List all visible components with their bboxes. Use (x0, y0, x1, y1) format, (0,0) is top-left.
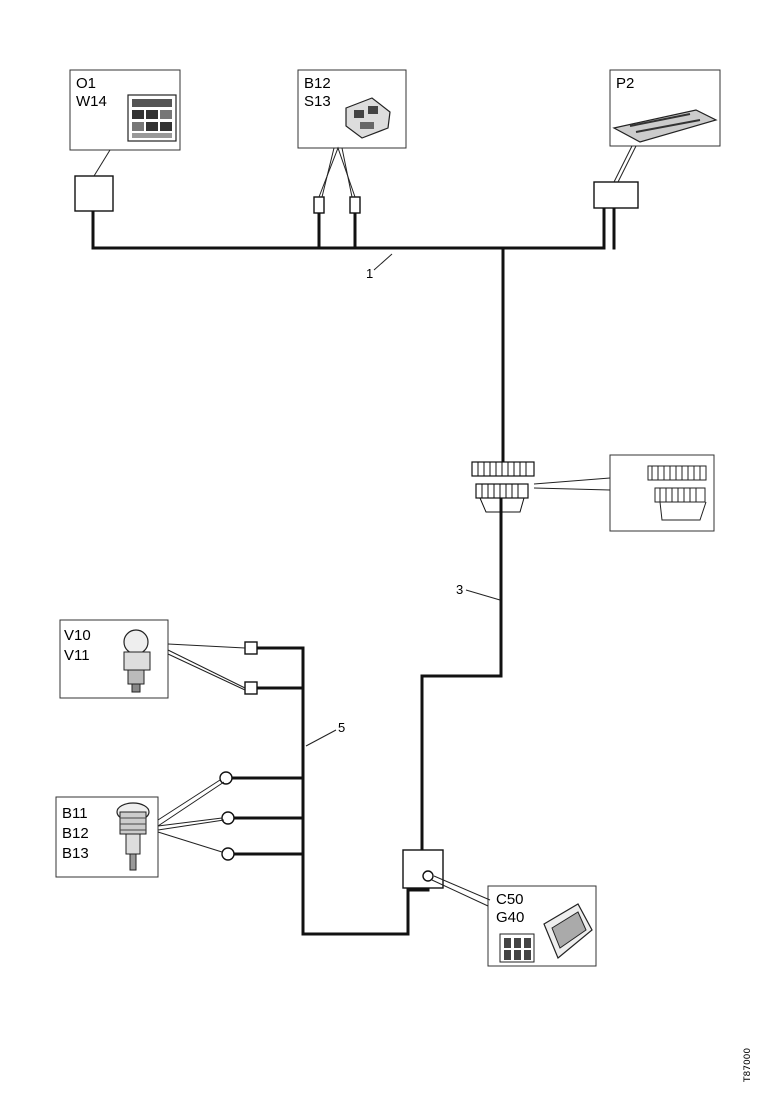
component-box-connector-block (609, 454, 715, 532)
drawing-reference: T87000 (743, 1048, 753, 1083)
component-box-c50-g40: C50 G40 (487, 885, 597, 967)
sensor-icon (116, 802, 150, 871)
harness-1 (91, 204, 616, 250)
label-b11: B11 (62, 805, 88, 822)
connector-b11 (219, 771, 233, 785)
label-w14: W14 (76, 93, 107, 110)
valve-icon (123, 629, 151, 693)
harness-number-5: 5 (338, 720, 345, 735)
relay-icon (499, 933, 535, 963)
label-p2: P2 (616, 75, 634, 92)
label-b13: B13 (62, 845, 89, 862)
label-g40: G40 (496, 909, 524, 926)
component-box-b11-b12-b13: B11 B12 B13 (55, 796, 159, 878)
connector-p2 (593, 181, 639, 209)
connector-b12-top (313, 196, 325, 214)
instrument-cluster-icon (612, 109, 718, 143)
connector-block-icon (647, 465, 707, 521)
connector-b12-low (221, 811, 235, 825)
switch-icon (345, 97, 391, 139)
connector-s13 (349, 196, 361, 214)
harness-3 (420, 246, 505, 852)
connector-g40-pin (422, 870, 434, 882)
inline-connector (471, 461, 535, 513)
label-b12-low: B12 (62, 825, 89, 842)
component-box-p2: P2 (609, 69, 721, 147)
label-v10: V10 (64, 627, 91, 644)
component-box-o1-w14: O1 W14 (69, 69, 181, 151)
harness-5 (228, 646, 430, 936)
label-v11: V11 (64, 647, 90, 664)
component-box-b12-s13: B12 S13 (297, 69, 407, 149)
connector-o1-w14 (74, 175, 114, 212)
connector-b13 (221, 847, 235, 861)
connector-v11 (244, 681, 258, 695)
connector-v10 (244, 641, 258, 655)
harness-number-3: 3 (456, 582, 463, 597)
control-panel-icon (127, 94, 177, 142)
harness-number-1: 1 (366, 266, 373, 281)
component-box-v10-v11: V10 V11 (59, 619, 169, 699)
label-b12-top: B12 (304, 75, 331, 92)
control-unit-icon (543, 903, 593, 959)
label-s13: S13 (304, 93, 331, 110)
label-o1: O1 (76, 75, 96, 92)
label-c50: C50 (496, 891, 524, 908)
